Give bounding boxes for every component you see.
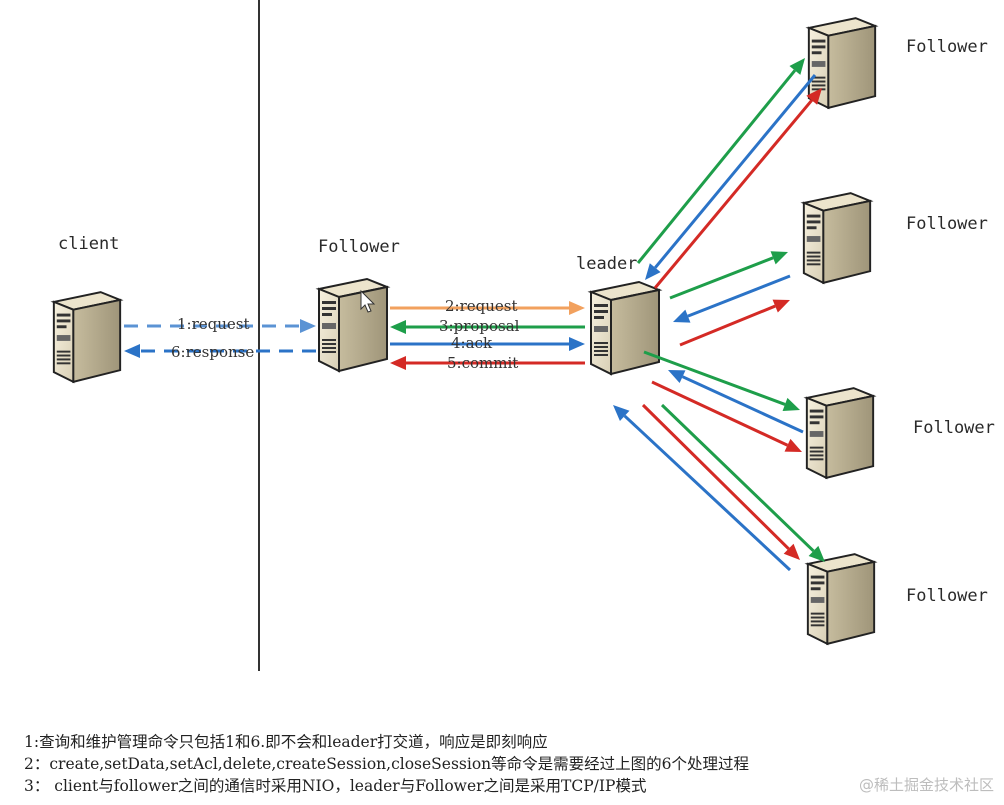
edge-proposal <box>390 320 585 334</box>
edge-request-client <box>124 319 316 333</box>
arrows-layer <box>124 58 825 572</box>
leader-label: leader <box>576 254 638 274</box>
edge-commit-label: 5:commit <box>447 354 519 372</box>
edge-proposal-f1 <box>636 58 805 264</box>
client-label: client <box>58 234 120 254</box>
edge-commit-f2 <box>679 299 790 347</box>
edge-response-client <box>124 344 316 358</box>
follower-4-label: Follower <box>906 586 988 606</box>
edge-commit-f3 <box>651 380 802 452</box>
edge-proposal-label: 3:proposal <box>439 317 520 335</box>
edge-commit-f1 <box>653 88 822 289</box>
edge-commit <box>390 356 585 370</box>
watermark: @稀土掘金技术社区 <box>858 776 994 794</box>
follower-1-label: Follower <box>906 37 988 57</box>
edge-ack-f4 <box>613 405 792 572</box>
cursor-icon <box>360 289 376 313</box>
note-1: 1:查询和维护管理命令只包括1和6.即不会和leader打交道，响应是即刻响应 <box>24 733 548 751</box>
server-icon <box>589 280 661 376</box>
server-icon <box>806 553 876 645</box>
edge-response-client-label: 6:response <box>171 343 255 361</box>
edge-ack-f3 <box>668 370 804 434</box>
server-icon <box>802 192 872 284</box>
edge-proposal-f3 <box>643 350 800 411</box>
follower-2-label: Follower <box>906 214 988 234</box>
edge-ack-f2 <box>673 274 791 323</box>
edge-request-client-label: 1:request <box>177 315 250 333</box>
note-3: 3： client与follower之间的通信时采用NIO，leader与Fol… <box>24 777 647 795</box>
server-icon <box>805 387 875 479</box>
edge-request-leader-label: 2:request <box>445 297 518 315</box>
edge-ack-f1 <box>645 74 817 280</box>
follower-3-label: Follower <box>913 418 995 438</box>
edge-ack-label: 4:ack <box>451 334 493 352</box>
edge-request-leader <box>390 301 585 315</box>
follower-mid-label: Follower <box>318 237 400 257</box>
note-2: 2：create,setData,setAcl,delete,createSes… <box>24 755 750 773</box>
edge-proposal-f4 <box>660 403 825 562</box>
edge-ack <box>390 337 585 351</box>
edge-commit-f4 <box>641 403 800 560</box>
server-icon <box>52 291 122 383</box>
edge-proposal-f2 <box>669 251 788 300</box>
server-icon <box>317 277 389 373</box>
